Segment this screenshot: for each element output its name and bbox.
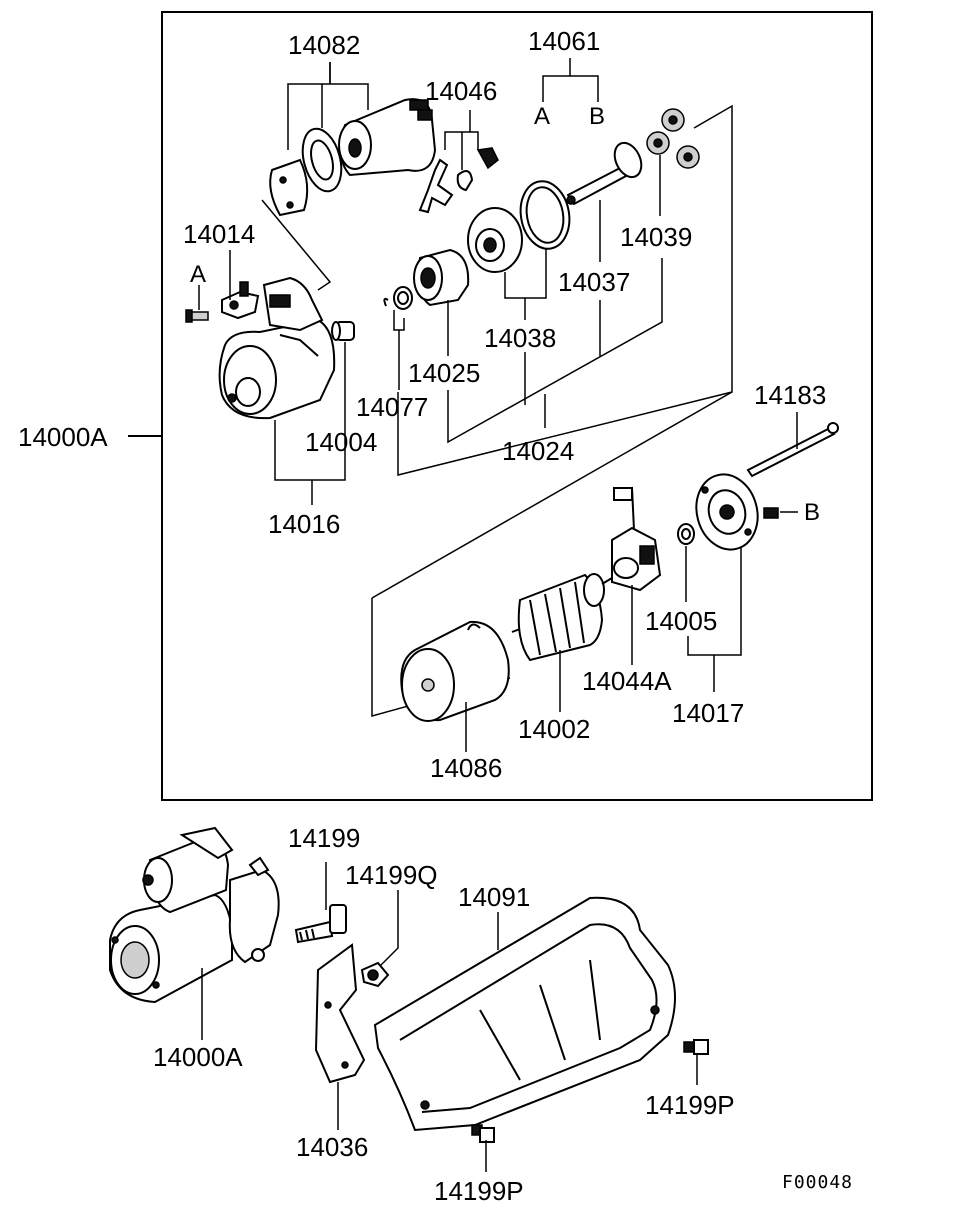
label-14082: 14082 (288, 30, 360, 60)
rear-bracket-14017 (695, 473, 759, 551)
label-14025: 14025 (408, 358, 480, 388)
armature-14002 (511, 573, 613, 662)
solenoid-14082 (269, 98, 437, 217)
label-14004: 14004 (305, 427, 377, 457)
yoke-14086 (400, 620, 510, 722)
label-14199Q: 14199Q (345, 860, 438, 890)
label-14183: 14183 (754, 380, 826, 410)
diagram-code: F00048 (782, 1172, 853, 1193)
label-14061-a: A (534, 103, 550, 130)
label-14014-a: A (190, 261, 206, 288)
heat-shield-14091 (373, 896, 676, 1132)
screw-b (763, 507, 779, 519)
label-14005: 14005 (645, 606, 717, 636)
label-14038: 14038 (484, 323, 556, 353)
assembly-frame (161, 11, 873, 801)
label-14016: 14016 (268, 509, 340, 539)
shaft-14037 (566, 141, 643, 206)
starter-assembly-14000A (109, 826, 280, 1004)
bolt-14199P-right (683, 1039, 709, 1055)
label-14000A-box: 14000A (18, 422, 108, 452)
label-14086: 14086 (430, 753, 502, 783)
label-14183-b: B (804, 499, 820, 526)
label-14036: 14036 (296, 1132, 368, 1162)
label-14017: 14017 (672, 698, 744, 728)
bolt-14199P-bottom (471, 1124, 495, 1143)
pinion-14025 (393, 248, 470, 310)
label-14024: 14024 (502, 436, 574, 466)
bracket-14036 (314, 943, 366, 1084)
label-14000A-bottom: 14000A (153, 1042, 243, 1072)
bushing-14005 (677, 523, 695, 545)
bracket-14014 (221, 281, 260, 320)
bushing-14004 (331, 321, 355, 341)
label-14199P-bottom: 14199P (434, 1176, 524, 1206)
label-14046: 14046 (425, 76, 497, 106)
label-14037: 14037 (558, 267, 630, 297)
brush-holder-14044A (611, 486, 662, 592)
label-14002: 14002 (518, 714, 590, 744)
bolt-a (185, 309, 209, 323)
lever-set-14046 (418, 147, 499, 214)
label-14077: 14077 (356, 392, 428, 422)
label-14061: 14061 (528, 26, 600, 56)
label-14091: 14091 (458, 882, 530, 912)
bolt-14199 (294, 904, 347, 944)
label-14199P-right: 14199P (645, 1090, 735, 1120)
clip-14077 (383, 297, 389, 307)
label-14061-b: B (589, 103, 605, 130)
label-14039: 14039 (620, 222, 692, 252)
nut-14199Q (360, 961, 390, 988)
internal-gear-14038 (467, 180, 571, 273)
through-bolt-14183 (746, 422, 839, 478)
front-housing-14016 (218, 276, 336, 420)
label-14014: 14014 (183, 219, 255, 249)
planet-gears-14039 (646, 108, 700, 169)
label-14199: 14199 (288, 823, 360, 853)
label-14044A: 14044A (582, 666, 672, 696)
